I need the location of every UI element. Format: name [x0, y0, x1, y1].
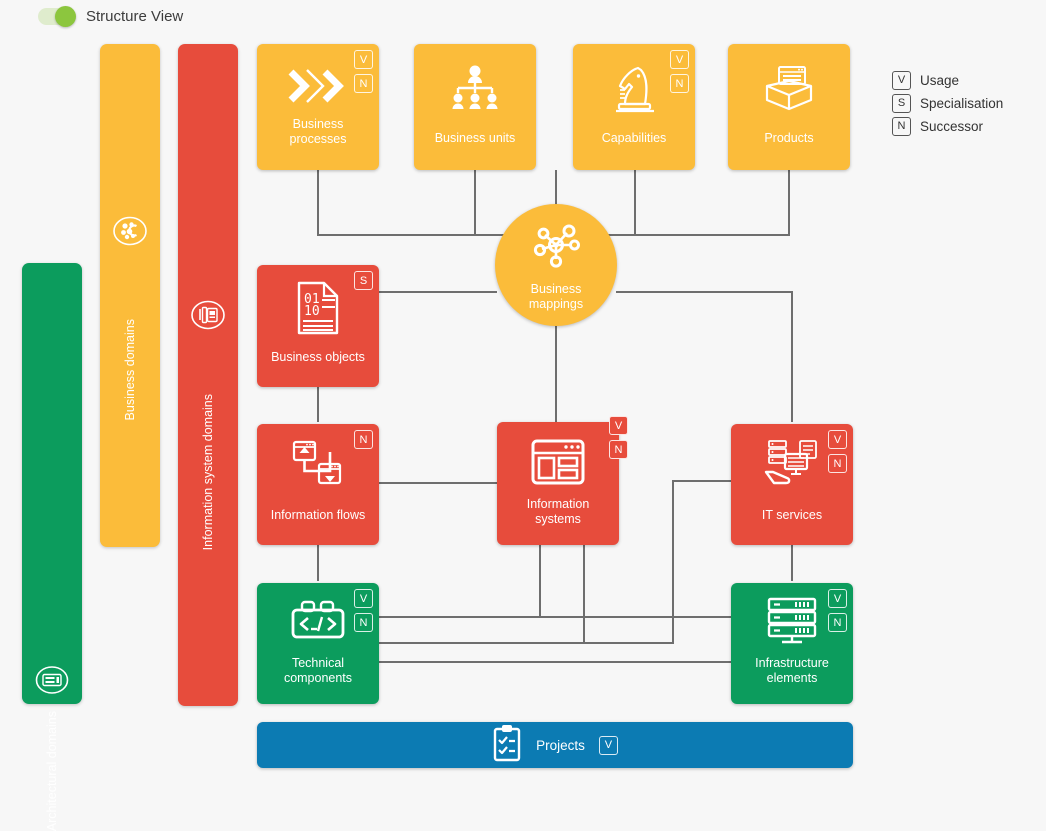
card-label-it-services: IT services [761, 508, 823, 522]
card-label-products: Products [764, 131, 814, 145]
card-infrastructure-elements[interactable]: Infrastructure elements V N [731, 583, 853, 704]
legend-badge-n-icon: N [892, 116, 911, 136]
svg-text:10: 10 [304, 304, 320, 319]
code-brick-icon [289, 599, 347, 650]
toggle-knob-icon [55, 6, 76, 27]
badge-n-icon[interactable]: N [828, 454, 847, 473]
badges-capabilities: V N [670, 50, 689, 93]
molecule-circle-icon [112, 213, 148, 254]
card-label-information-flows: Information flows [270, 508, 366, 522]
card-label-business-objects: Business objects [271, 350, 365, 364]
structure-view-label: Structure View [86, 8, 184, 25]
card-label-capabilities: Capabilities [601, 131, 667, 145]
badges-technical-components: V N [354, 589, 373, 632]
badge-v-icon[interactable]: V [670, 50, 689, 69]
legend-item-successor: N Successor [892, 115, 1003, 137]
legend-label-successor: Successor [920, 118, 984, 134]
binary-document-icon: 01 10 [294, 281, 342, 340]
badge-v-icon[interactable]: V [598, 735, 618, 755]
server-stack-icon [764, 597, 820, 652]
chevrons-right-icon [287, 64, 349, 113]
card-products[interactable]: Products [728, 44, 850, 170]
lane-label-architectural-domains: Architectural domains [45, 711, 59, 831]
lane-label-business-domains: Business domains [123, 319, 137, 421]
clipboard-checklist-icon [492, 724, 522, 767]
badges-business-processes: V N [354, 50, 373, 93]
card-it-services[interactable]: IT services V N [731, 424, 853, 545]
card-label-business-units: Business units [434, 131, 516, 145]
badge-s-icon[interactable]: S [354, 271, 373, 290]
card-label-business-processes: Business processes [289, 117, 347, 146]
open-box-icon [759, 64, 819, 119]
card-information-flows[interactable]: Information flows N [257, 424, 379, 545]
badge-v-icon[interactable]: V [354, 589, 373, 608]
badges-infrastructure-elements: V N [828, 589, 847, 632]
legend-item-usage: V Usage [892, 69, 1003, 91]
badge-n-icon[interactable]: N [828, 613, 847, 632]
lane-business-domains[interactable]: Business domains [100, 44, 160, 547]
structure-view-toggle[interactable] [38, 6, 76, 27]
badges-it-services: V N [828, 430, 847, 473]
server-rack-circle-icon [35, 663, 69, 702]
badge-v-icon[interactable]: V [609, 416, 628, 435]
card-business-objects[interactable]: 01 10 Business objects S [257, 265, 379, 387]
badges-information-flows: N [354, 430, 373, 449]
chess-knight-icon [607, 64, 661, 121]
legend-label-usage: Usage [920, 72, 960, 88]
card-label-technical-components: Technical components [283, 656, 353, 685]
network-hub-icon [528, 219, 584, 276]
org-chart-icon [444, 64, 506, 117]
badge-n-icon[interactable]: N [354, 613, 373, 632]
windows-exchange-icon [290, 438, 346, 495]
lane-architectural-domains[interactable]: Architectural domains [22, 263, 82, 831]
card-information-systems[interactable]: Information systems V N [497, 416, 628, 545]
legend-badge-v-icon: V [892, 70, 911, 90]
legend-badge-s-icon: S [892, 93, 911, 113]
badge-n-icon[interactable]: N [609, 440, 628, 459]
application-window-circle-icon [190, 297, 226, 338]
card-label-infrastructure-elements: Infrastructure elements [755, 656, 829, 685]
hand-servers-icon [763, 438, 821, 495]
structure-view-toggle-row: Structure View [38, 6, 184, 27]
legend-item-specialisation: S Specialisation [892, 92, 1003, 114]
badges-business-objects: S [354, 271, 373, 290]
svg-text:01: 01 [304, 292, 320, 307]
badge-v-icon[interactable]: V [828, 589, 847, 608]
card-technical-components[interactable]: Technical components V N [257, 583, 379, 704]
bar-label-projects: Projects [536, 737, 585, 753]
bar-projects[interactable]: Projects V [257, 722, 853, 768]
lane-information-system-domains[interactable]: Information system domains [178, 44, 238, 706]
badge-n-icon[interactable]: N [354, 430, 373, 449]
badge-n-icon[interactable]: N [354, 74, 373, 93]
legend-label-specialisation: Specialisation [920, 95, 1004, 111]
badges-information-systems: V N [609, 416, 628, 459]
app-window-layout-icon [530, 438, 586, 491]
card-capabilities[interactable]: Capabilities V N [573, 44, 695, 170]
card-business-units[interactable]: Business units [414, 44, 536, 170]
badge-v-icon[interactable]: V [828, 430, 847, 449]
badge-n-icon[interactable]: N [670, 74, 689, 93]
badge-v-icon[interactable]: V [354, 50, 373, 69]
lane-label-information-system-domains: Information system domains [201, 394, 215, 551]
card-business-processes[interactable]: Business processes V N [257, 44, 379, 170]
legend: V Usage S Specialisation N Successor [892, 69, 1003, 138]
card-label-information-systems: Information systems [526, 497, 590, 526]
